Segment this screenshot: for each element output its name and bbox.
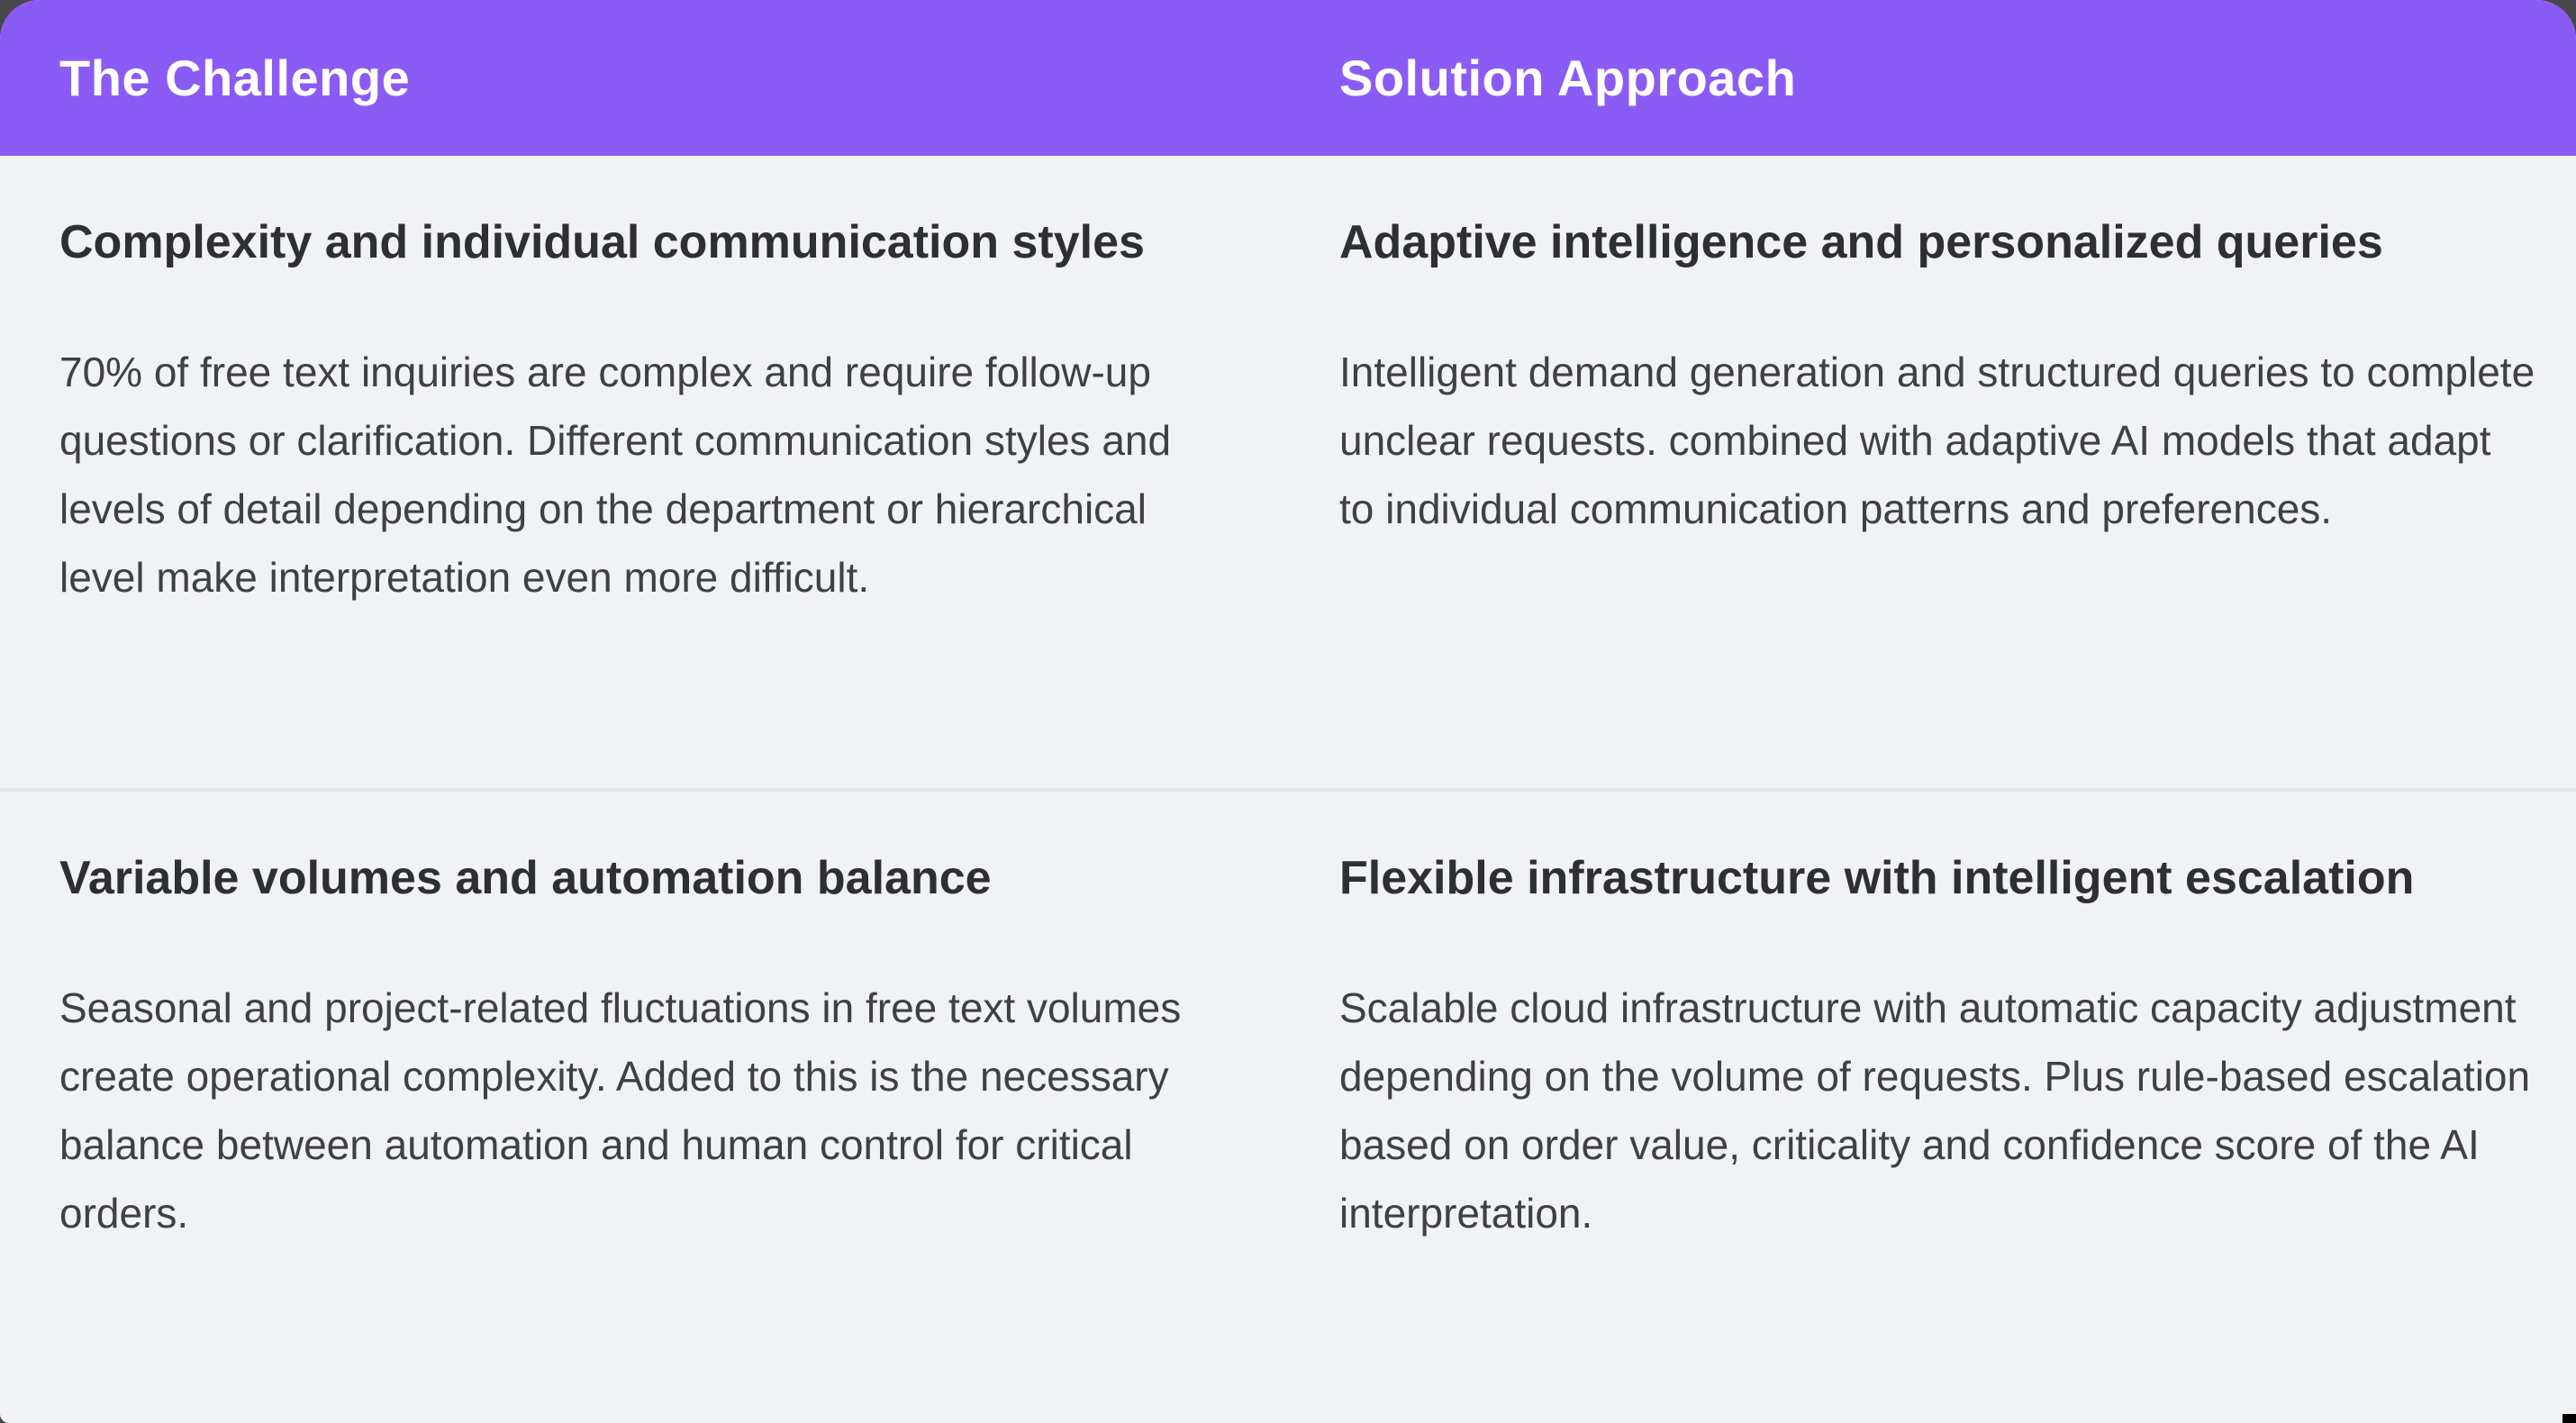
- cell-challenge-1: Complexity and individual communication …: [0, 156, 1288, 788]
- column-header-challenge: The Challenge: [59, 50, 411, 106]
- cell-solution-2: Flexible infrastructure with intelligent…: [1288, 792, 2576, 1423]
- cell-title: Variable volumes and automation balance: [59, 851, 992, 904]
- table-header-row: The Challenge Solution Approach: [0, 0, 2576, 156]
- cell-body: Scalable cloud infrastructure with autom…: [1339, 983, 2531, 1237]
- table-row-2: Variable volumes and automation balance …: [0, 787, 2576, 1423]
- cell-solution-1: Adaptive intelligence and personalized q…: [1288, 156, 2576, 788]
- column-header-solution: Solution Approach: [1339, 50, 1797, 106]
- cell-body: Intelligent demand generation and struct…: [1339, 349, 2535, 532]
- cell-title: Complexity and individual communication …: [59, 216, 1145, 268]
- cell-title: Flexible infrastructure with intelligent…: [1339, 851, 2415, 904]
- cell-title: Adaptive intelligence and personalized q…: [1339, 216, 2383, 268]
- corner-artifact: [2562, 1414, 2576, 1423]
- table-row-1: Complexity and individual communication …: [0, 156, 2576, 788]
- cell-body: 70% of free text inquiries are complex a…: [59, 349, 1172, 601]
- table-body: Complexity and individual communication …: [0, 156, 2576, 1423]
- cell-body: Seasonal and project-related fluctuation…: [59, 983, 1182, 1237]
- cell-challenge-2: Variable volumes and automation balance …: [0, 792, 1288, 1423]
